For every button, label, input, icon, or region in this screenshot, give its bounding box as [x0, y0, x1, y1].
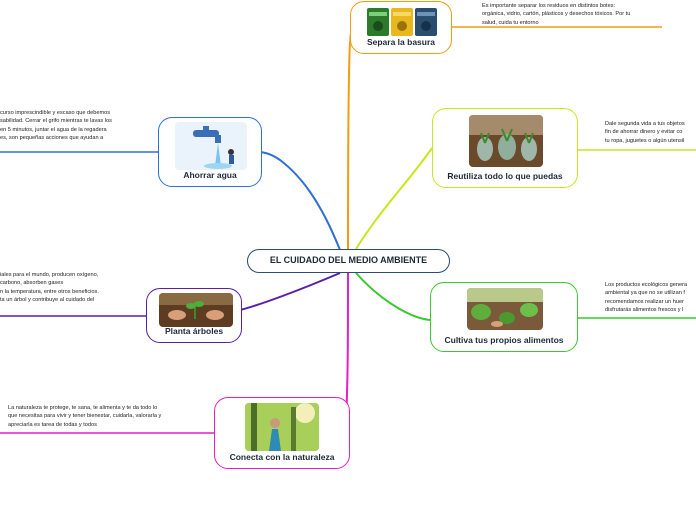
- topic-separa-la-basura[interactable]: Separa la basura: [350, 1, 452, 54]
- topic-ahorrar-agua[interactable]: Ahorrar agua: [158, 117, 262, 187]
- connector-ahorrar: [257, 151, 341, 251]
- recycling-bins-icon: [365, 6, 439, 38]
- reused-jars-plants-photo: [469, 115, 543, 167]
- connector-conecta: [345, 272, 349, 421]
- topic-label-ahorrar: Ahorrar agua: [183, 170, 237, 180]
- topic-conecta[interactable]: Conecta con la naturaleza: [214, 397, 350, 469]
- connector-cultiva: [355, 272, 431, 321]
- connector-planta: [239, 272, 341, 311]
- connector-reutiliza: [355, 147, 433, 250]
- note-reutiliza: Dale segunda vida a tus objetos fin de a…: [605, 121, 685, 144]
- note-ahorrar: curso imprescindible y escaso que debemo…: [0, 110, 112, 142]
- topic-label-separa: Separa la basura: [366, 37, 436, 47]
- person-in-nature-photo: [245, 403, 319, 451]
- garden-vegetables-photo: [467, 288, 543, 330]
- note-separa: Es importante separar los residuos en di…: [482, 3, 631, 26]
- water-tap-icon: [175, 122, 247, 170]
- connector-separa: [347, 41, 351, 250]
- topic-reutiliza[interactable]: Reutiliza todo lo que puedas: [432, 108, 578, 188]
- topic-label-planta: Planta árboles: [164, 326, 224, 336]
- planting-tree-photo: [159, 293, 233, 327]
- note-cultiva: Los productos ecológicos genera ambienta…: [605, 282, 688, 314]
- topic-label-reutiliza: Reutiliza todo lo que puedas: [447, 171, 563, 181]
- note-planta: iales para el mundo, producen oxígeno, c…: [0, 272, 99, 304]
- note-conecta: La naturaleza te protege, te sana, te al…: [8, 405, 162, 428]
- topic-label-cultiva: Cultiva tus propios alimentos: [444, 335, 564, 345]
- topic-cultiva[interactable]: Cultiva tus propios alimentos: [430, 282, 578, 352]
- topic-label-conecta: Conecta con la naturaleza: [229, 452, 335, 462]
- topic-planta-arboles[interactable]: Planta árboles: [146, 288, 242, 343]
- central-topic[interactable]: EL CUIDADO DEL MEDIO AMBIENTE: [247, 249, 450, 273]
